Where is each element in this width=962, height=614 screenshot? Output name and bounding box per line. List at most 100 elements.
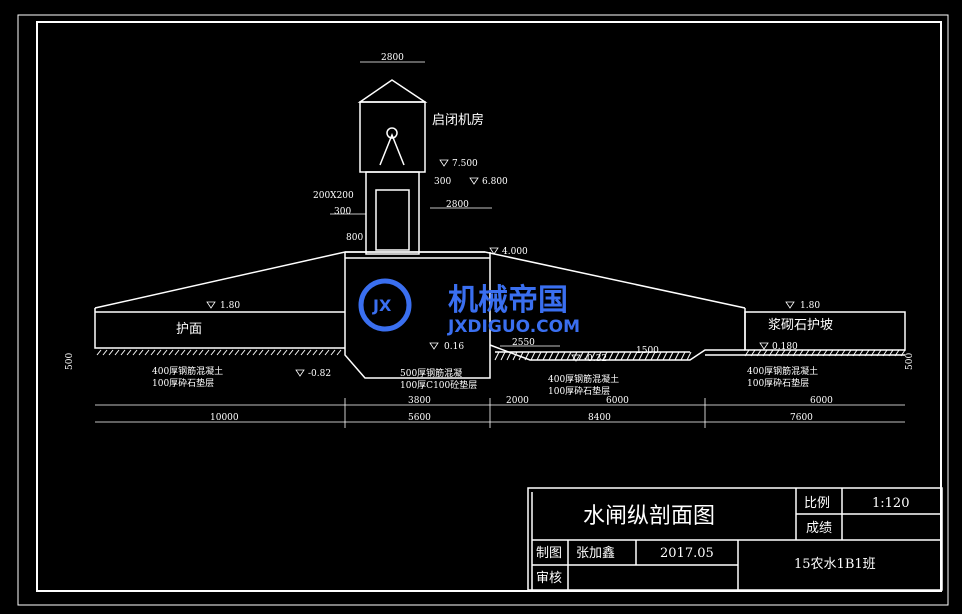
dim-500-left: 500 bbox=[65, 353, 75, 370]
hatch-stroke bbox=[192, 349, 198, 356]
hatch-stroke bbox=[324, 349, 330, 356]
scale-value: 1:120 bbox=[872, 496, 909, 511]
hatch-stroke bbox=[96, 349, 102, 356]
dim-500-right: 500 bbox=[905, 353, 915, 370]
dimension-lines bbox=[95, 61, 905, 428]
hatch-stroke bbox=[204, 349, 210, 356]
date: 2017.05 bbox=[660, 546, 714, 561]
hatch-lines bbox=[96, 349, 906, 361]
hatch-stroke bbox=[822, 349, 828, 357]
hatch-stroke bbox=[162, 349, 168, 356]
elev-7500: 7.500 bbox=[452, 159, 478, 169]
hatch-stroke bbox=[102, 349, 108, 356]
dim-10000: 10000 bbox=[210, 413, 239, 423]
hatch-stroke bbox=[750, 349, 756, 357]
hatch-stroke bbox=[608, 351, 614, 361]
dim-200x200: 200X200 bbox=[313, 191, 354, 201]
hatch-stroke bbox=[578, 351, 584, 361]
label-house: 启闭机房 bbox=[432, 112, 484, 128]
hatch-stroke bbox=[852, 349, 858, 357]
dim-2800-top: 2800 bbox=[381, 53, 404, 63]
hatch-stroke bbox=[240, 349, 246, 356]
dim-7600: 7600 bbox=[790, 413, 813, 423]
watermark: JX 机械帝国 JXDIGUO.COM bbox=[358, 278, 580, 337]
dim-300-b: 300 bbox=[334, 207, 351, 217]
dim-2000: 2000 bbox=[506, 396, 529, 406]
layer-left-1: 400厚钢筋混凝土 bbox=[152, 365, 223, 377]
hatch-stroke bbox=[264, 349, 270, 356]
hatch-stroke bbox=[276, 349, 282, 356]
hoist-symbol bbox=[379, 127, 405, 166]
title-block bbox=[527, 487, 943, 591]
hatch-stroke bbox=[282, 349, 288, 356]
hatch-stroke bbox=[548, 351, 554, 361]
dim-6000-b: 6000 bbox=[810, 396, 833, 406]
layer-mid-2: 100厚C100砼垫层 bbox=[400, 379, 477, 391]
hatch-stroke bbox=[644, 351, 650, 361]
hatch-stroke bbox=[524, 351, 530, 361]
hatch-stroke bbox=[174, 349, 180, 356]
hatch-stroke bbox=[584, 351, 590, 361]
hatch-stroke bbox=[638, 351, 644, 361]
draw-label: 制图 bbox=[536, 546, 562, 561]
hatch-stroke bbox=[294, 349, 300, 356]
hatch-stroke bbox=[168, 349, 174, 356]
hatch-stroke bbox=[620, 351, 626, 361]
hatch-stroke bbox=[686, 351, 692, 361]
hatch-stroke bbox=[804, 349, 810, 357]
hatch-stroke bbox=[834, 349, 840, 357]
hatch-stroke bbox=[762, 349, 768, 357]
hatch-stroke bbox=[512, 351, 518, 361]
hatch-stroke bbox=[656, 351, 662, 361]
scale-label: 比例 bbox=[804, 496, 830, 511]
hatch-stroke bbox=[246, 349, 252, 356]
hatch-stroke bbox=[156, 349, 162, 356]
layer-far-2: 100厚砕石垫层 bbox=[747, 377, 809, 389]
hatch-stroke bbox=[228, 349, 234, 356]
layer-left-2: 100厚砕石垫层 bbox=[152, 377, 214, 389]
hatch-stroke bbox=[674, 351, 680, 361]
hatch-stroke bbox=[144, 349, 150, 356]
elevation-marks bbox=[206, 159, 795, 377]
hatch-stroke bbox=[234, 349, 240, 356]
hatch-stroke bbox=[900, 349, 906, 357]
hatch-stroke bbox=[222, 349, 228, 356]
drawer-name: 张加鑫 bbox=[576, 545, 615, 561]
hatch-stroke bbox=[318, 349, 324, 356]
hatch-stroke bbox=[270, 349, 276, 356]
hatch-stroke bbox=[798, 349, 804, 357]
dim-5600: 5600 bbox=[408, 413, 431, 423]
hatch-stroke bbox=[252, 349, 258, 356]
hatch-stroke bbox=[186, 349, 192, 356]
hatch-stroke bbox=[756, 349, 762, 357]
elev-0180: 0.180 bbox=[772, 342, 798, 352]
hatch-stroke bbox=[494, 351, 500, 361]
hatch-stroke bbox=[768, 349, 774, 357]
hatch-stroke bbox=[780, 349, 786, 357]
watermark-en: JXDIGUO.COM bbox=[447, 317, 580, 337]
dim-3800: 3800 bbox=[408, 396, 431, 406]
elev-180-right: 1.80 bbox=[800, 301, 820, 311]
hatch-stroke bbox=[554, 351, 560, 361]
hatch-stroke bbox=[882, 349, 888, 357]
dim-8400: 8400 bbox=[588, 413, 611, 423]
hatch-stroke bbox=[840, 349, 846, 357]
hatch-stroke bbox=[858, 349, 864, 357]
dim-2800-mid: 2800 bbox=[446, 200, 469, 210]
hatch-stroke bbox=[120, 349, 126, 356]
layer-right-1: 400厚钢筋混凝土 bbox=[548, 373, 619, 385]
elev-4000: 4.000 bbox=[502, 247, 528, 257]
layer-right-2: 100厚砕石垫层 bbox=[548, 385, 610, 397]
hatch-stroke bbox=[288, 349, 294, 356]
hatch-stroke bbox=[792, 349, 798, 357]
hatch-stroke bbox=[330, 349, 336, 356]
dim-300-a: 300 bbox=[434, 177, 451, 187]
label-apron: 护面 bbox=[176, 322, 202, 337]
label-slope: 浆砌石护坡 bbox=[768, 318, 833, 333]
elev-082: -0.82 bbox=[308, 369, 331, 379]
hatch-stroke bbox=[870, 349, 876, 357]
hatch-stroke bbox=[126, 349, 132, 356]
watermark-cn: 机械帝国 bbox=[448, 283, 568, 318]
title-block-title: 水闸纵剖面图 bbox=[583, 504, 715, 529]
